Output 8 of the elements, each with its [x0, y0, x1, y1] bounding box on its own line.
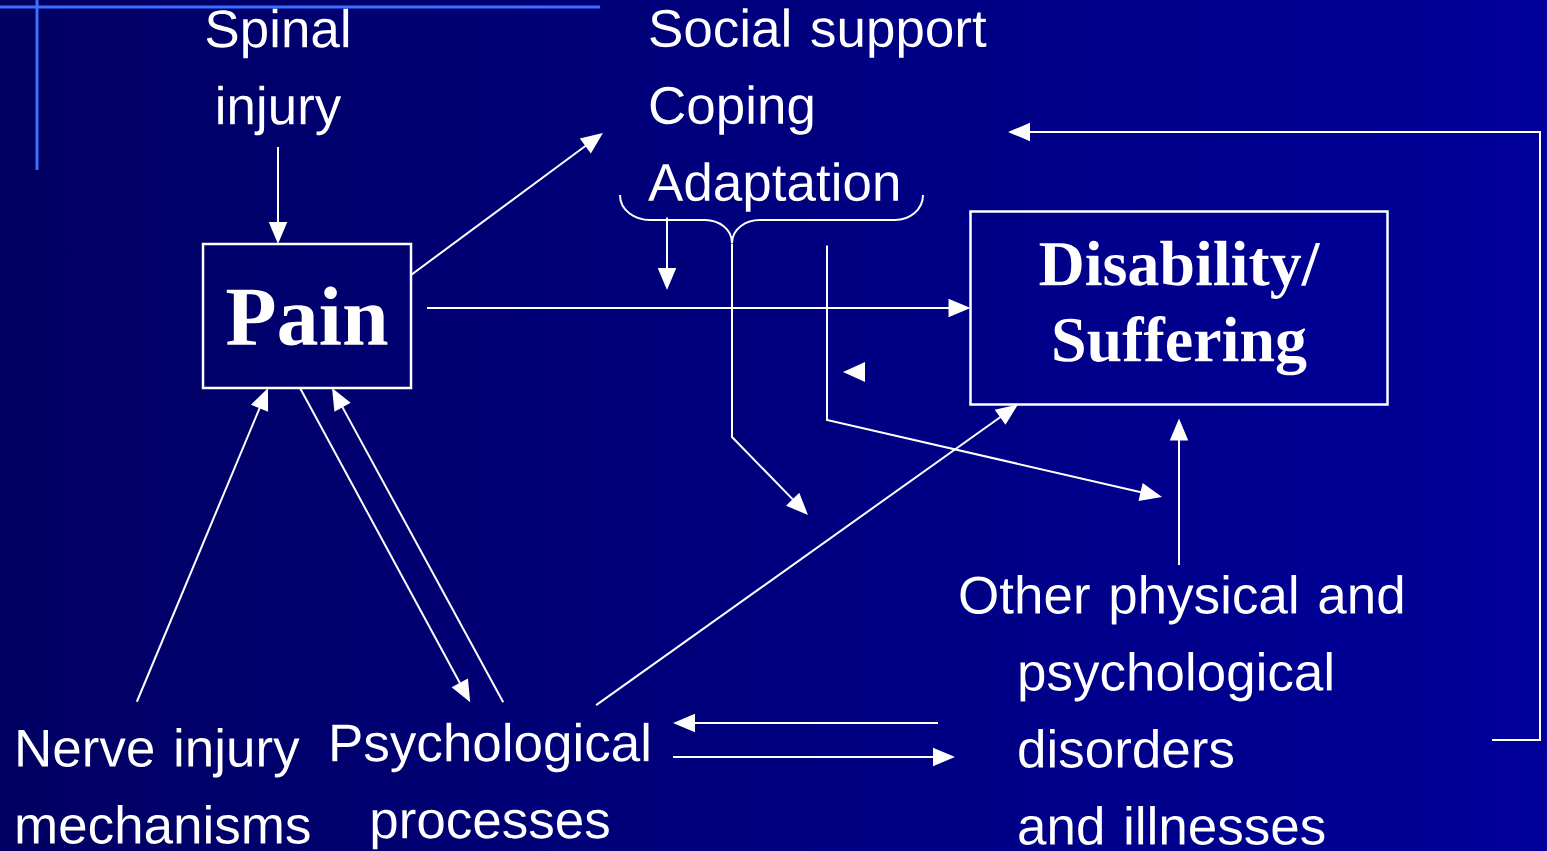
cause-label: Spinal injury	[206, 8, 349, 136]
factor-list: Social support Coping Adaptation	[648, 8, 987, 212]
outcome-box: Disability/ Suffering	[969, 210, 1389, 406]
condition-label: Other physical and psychological disorders and illnesses	[960, 575, 1403, 845]
cause-label: Nerve injury mechanisms	[17, 728, 310, 844]
pain-box: Pain	[201, 242, 413, 390]
process-label: Psychological processes	[332, 722, 649, 850]
arrow	[731, 242, 808, 515]
